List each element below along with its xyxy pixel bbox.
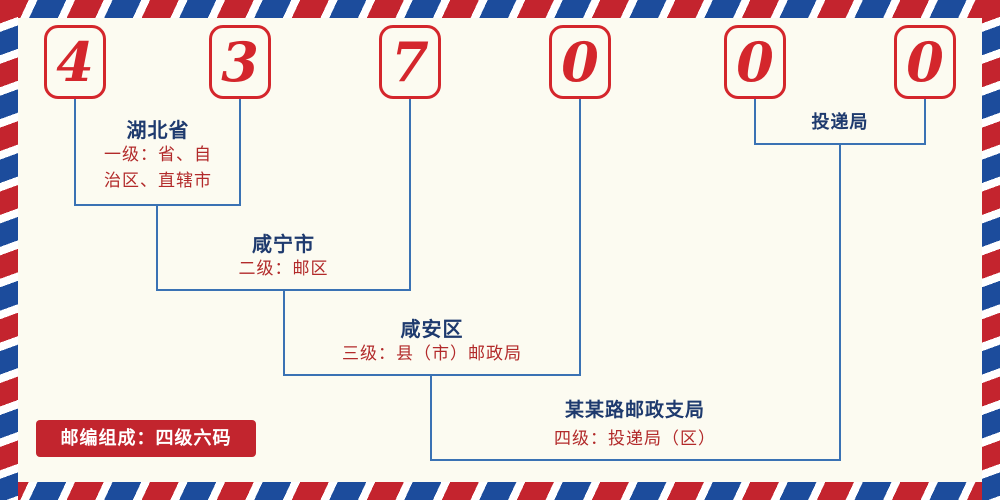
- airmail-border-top: [0, 0, 1000, 18]
- digit-4: 0: [561, 30, 599, 94]
- bracket-level1-left-line: [74, 99, 76, 205]
- level3-description: 三级：县（市）邮政局: [342, 344, 522, 363]
- postal-code-composition-badge: 邮编组成：四级六码: [36, 420, 256, 457]
- level4-place-name: 某某路邮政支局: [564, 400, 705, 421]
- airmail-border-left: [0, 0, 18, 500]
- digit-box-4: 0: [549, 25, 611, 99]
- bracket-delivery-left-line: [754, 99, 756, 144]
- digit-1: 4: [56, 30, 94, 94]
- airmail-border-right: [982, 0, 1000, 500]
- connector-level4-right-line: [839, 144, 841, 460]
- delivery-office-label: 投递局: [811, 112, 869, 132]
- digit-box-1: 4: [44, 25, 106, 99]
- bracket-delivery-right-line: [924, 99, 926, 144]
- level1-description-line2: 治区、直辖市: [104, 171, 212, 190]
- bracket-level3-right-line: [579, 99, 581, 375]
- bracket-level1-right-line: [239, 99, 241, 205]
- level2-description: 二级：邮区: [238, 259, 329, 278]
- airmail-border-bottom: [0, 482, 1000, 500]
- level3-place-name: 咸安区: [400, 319, 464, 341]
- level1-place-name: 湖北省: [126, 120, 190, 142]
- bracket-level3-bottom-line: [283, 374, 581, 376]
- digit-box-3: 7: [379, 25, 441, 99]
- digit-5: 0: [736, 30, 774, 94]
- level2-place-name: 咸宁市: [252, 234, 315, 256]
- digit-box-5: 0: [724, 25, 786, 99]
- level1-description: 一级：省、自 治区、直辖市: [66, 142, 250, 194]
- level4-description: 四级：投递局（区）: [554, 429, 716, 448]
- digit-box-6: 0: [894, 25, 956, 99]
- digit-box-2: 3: [209, 25, 271, 99]
- digit-3: 7: [391, 30, 429, 94]
- connector-level4-bottom-line: [430, 459, 841, 461]
- bracket-level2-left-line: [156, 205, 158, 290]
- connector-level4-left-line: [430, 375, 432, 460]
- bracket-level2-right-line: [409, 99, 411, 290]
- bracket-level3-left-line: [283, 290, 285, 375]
- digit-6: 0: [906, 30, 944, 94]
- level1-description-line1: 一级：省、自: [104, 145, 212, 164]
- digit-2: 3: [221, 30, 259, 94]
